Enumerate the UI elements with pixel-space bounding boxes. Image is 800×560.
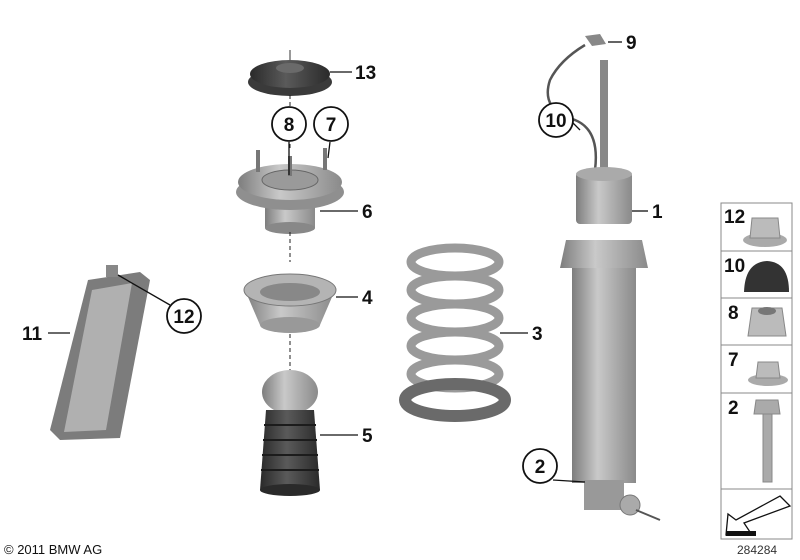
label-8-circled: 8: [284, 115, 295, 136]
flange-nut-icon: [743, 217, 787, 247]
label-5: 5: [362, 426, 373, 447]
label-9: 9: [626, 33, 637, 54]
part-3-coil-spring[interactable]: [399, 243, 511, 422]
copyright: © 2011 BMW AG: [4, 542, 102, 557]
hex-bolt-icon: [753, 399, 781, 483]
label-7-circled: 7: [326, 115, 337, 136]
part-1-shock-absorber[interactable]: [546, 43, 661, 521]
label-13: 13: [355, 63, 376, 84]
arrow-direction-icon: [725, 495, 792, 536]
side-label-8: 8: [728, 303, 739, 324]
hex-nut-icon: [747, 307, 787, 337]
leader-lines: [48, 41, 648, 483]
part-5-dust-boot[interactable]: [260, 370, 320, 496]
part-6-support-bearing[interactable]: [236, 148, 344, 234]
part-9-clip[interactable]: [585, 34, 606, 46]
part-4-spring-seat[interactable]: [243, 273, 337, 333]
label-11: 11: [22, 324, 43, 345]
label-6: 6: [362, 202, 373, 223]
side-label-7: 7: [728, 350, 739, 371]
diagram-number: 284284: [737, 543, 777, 557]
collar-nut-icon: [748, 361, 788, 386]
label-3: 3: [532, 324, 543, 345]
label-10-circled: 10: [545, 111, 566, 132]
rubber-cap-icon: [744, 261, 789, 292]
part-13-top-cap[interactable]: [248, 50, 332, 96]
side-panel: [720, 202, 793, 540]
side-label-2: 2: [728, 398, 739, 419]
part-11-control-unit[interactable]: [50, 265, 150, 440]
side-label-10: 10: [724, 256, 745, 277]
label-2-circled: 2: [535, 457, 546, 478]
label-1: 1: [652, 202, 663, 223]
side-label-12: 12: [724, 207, 745, 228]
label-12-circled: 12: [173, 307, 194, 328]
label-4: 4: [362, 288, 373, 309]
